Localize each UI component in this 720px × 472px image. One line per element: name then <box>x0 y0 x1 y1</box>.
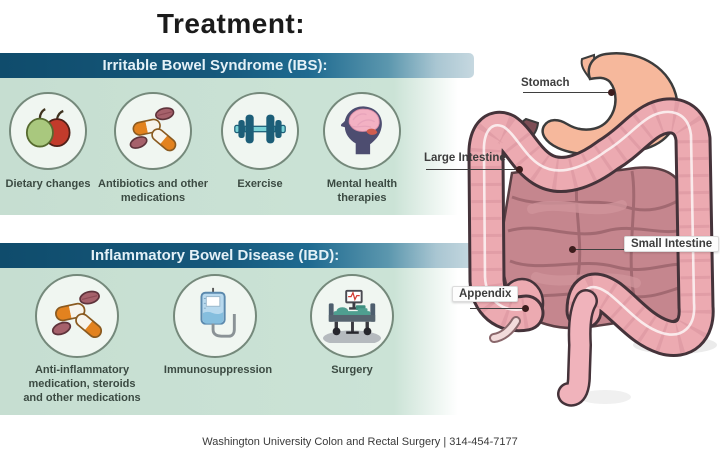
iv-bag-icon <box>186 285 244 348</box>
dumbbell-icon <box>233 102 287 161</box>
ibd-caption-immunosuppression: Immunosuppression <box>163 364 273 376</box>
large-intestine-label: Large Intestine <box>424 152 506 164</box>
ibs-caption-antibiotics: Antibiotics and other medications <box>98 178 208 204</box>
ibd-section-header: Inflammatory Bowel Disease (IBD): <box>90 247 340 264</box>
ibs-dietary-circle <box>9 92 87 170</box>
small-intestine-leader-line <box>575 249 627 250</box>
stomach-label: Stomach <box>521 77 570 89</box>
ibs-section-header: Irritable Bowel Syndrome (IBS): <box>102 57 328 74</box>
digestive-system-illustration <box>467 51 717 407</box>
appendix-leader-line <box>470 308 526 309</box>
appendix-leader-dot <box>522 305 529 312</box>
large-intestine-shape <box>467 97 715 357</box>
medications-icon <box>48 285 106 348</box>
ibs-antibiotics-circle <box>114 92 192 170</box>
ibs-mental-health-circle <box>323 92 401 170</box>
large-intestine-leader-line <box>426 169 520 170</box>
page-title: Treatment: <box>156 8 306 39</box>
medications-icon <box>126 102 180 161</box>
ibd-surgery-circle <box>310 274 394 358</box>
footer-text: Washington University Colon and Rectal S… <box>202 436 518 448</box>
surgery-bed-icon <box>323 285 381 348</box>
ibs-section-header-bar: Irritable Bowel Syndrome (IBS): <box>0 53 474 78</box>
large-intestine-leader-dot <box>516 166 523 173</box>
ibd-section-header-bar: Inflammatory Bowel Disease (IBD): <box>0 243 474 268</box>
ibd-caption-medication: Anti-inflammatory medication, steroids a… <box>23 364 141 404</box>
small-intestine-leader-dot <box>569 246 576 253</box>
apples-icon <box>21 102 75 161</box>
ibd-caption-surgery: Surgery <box>331 364 373 376</box>
ibs-caption-dietary: Dietary changes <box>5 178 91 190</box>
rectum-shape-inner <box>559 291 596 405</box>
shadow <box>579 390 631 404</box>
appendix-label: Appendix <box>452 286 519 302</box>
ibs-caption-exercise: Exercise <box>237 178 283 190</box>
brain-head-icon <box>335 102 389 161</box>
ibd-immunosuppression-circle <box>173 274 257 358</box>
ibs-exercise-circle <box>221 92 299 170</box>
stomach-leader-line <box>523 92 612 93</box>
ibs-caption-mental-health: Mental health therapies <box>326 178 398 204</box>
ibd-medication-circle <box>35 274 119 358</box>
small-intestine-label: Small Intestine <box>624 236 720 252</box>
stomach-leader-dot <box>608 89 615 96</box>
appendix-shape-inner <box>491 318 519 341</box>
